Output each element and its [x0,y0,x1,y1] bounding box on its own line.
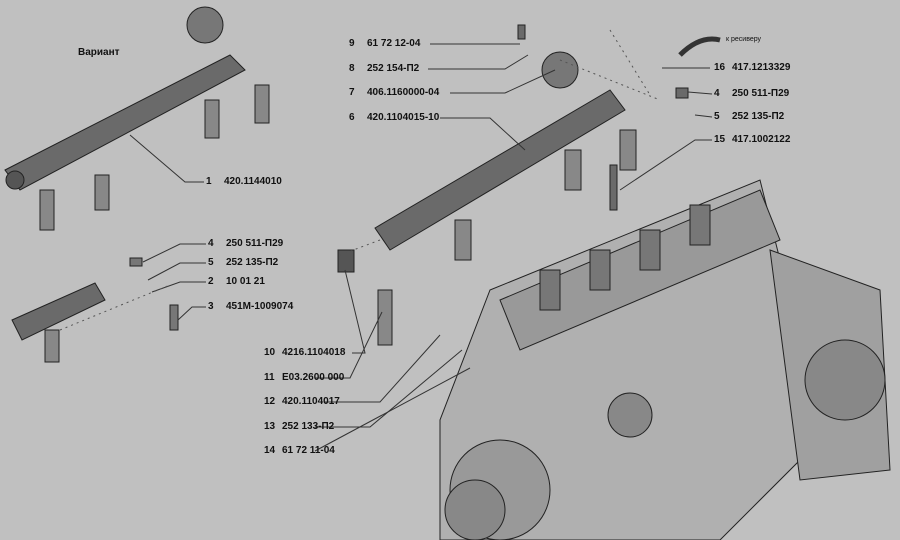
callout-number: 6 [349,112,355,123]
part-code: 417.1002122 [732,134,791,145]
part-code: 417.1213329 [732,62,791,73]
callout-number: 4 [208,238,214,249]
callout-number: 5 [208,257,214,268]
dotted-assembly-lines [59,29,661,331]
callout-5-right: 5 252 135-П2 [714,111,784,123]
callout-number: 1 [206,176,212,187]
part-code: 61 72 11-04 [282,445,335,456]
leader-lines [129,43,713,452]
callout-number: 16 [714,62,726,73]
callout-number: 7 [349,87,355,98]
fuel-rail-main [374,24,721,261]
callout-5-left: 5 252 135-П2 [208,257,278,269]
part-code: 252 135-П2 [732,111,785,122]
callout-1: 1 420.1144010 [206,176,282,188]
callout-8: 8 252 154-П2 [349,63,419,75]
receiver-note: к ресиверу [726,36,762,43]
callout-number: 14 [264,445,276,456]
part-code: E03.2600 000 [282,372,345,383]
part-code: 4216.1104018 [282,347,346,358]
callout-number: 15 [714,134,726,145]
part-code: 420.1144010 [224,176,282,187]
callout-2: 2 10 01 21 [208,276,265,288]
callout-7: 7 406.1160000-04 [349,87,439,99]
callout-6: 6 420.1104015-10 [349,112,439,124]
callout-15: 15 417.1002122 [714,134,790,146]
callout-number: 12 [264,396,276,407]
callout-number: 2 [208,276,214,287]
callout-10: 10 4216.1104018 [264,347,345,359]
part-code: 406.1160000-04 [367,87,440,98]
callout-number: 11 [264,372,275,383]
callout-14: 14 61 72 11-04 [264,445,335,457]
part-code: 451М-1009074 [226,301,294,312]
part-code: 10 01 21 [226,276,265,287]
callout-16: 16 417.1213329 [714,62,790,74]
fuel-rail-variant-top [4,6,270,231]
part-code: 420.1104017 [282,396,340,407]
variant-label: Вариант [78,47,120,58]
callout-4-right: 4 250 511-П29 [714,88,789,100]
callout-number: 10 [264,347,276,358]
callout-number: 5 [714,111,720,122]
callout-3: 3 451М-1009074 [208,301,293,313]
callout-number: 3 [208,301,214,312]
callout-number: 13 [264,421,276,432]
part-code: 250 511-П29 [226,238,284,249]
part-code: 252 154-П2 [367,63,420,74]
callout-number: 4 [714,88,720,99]
part-code: 61 72 12-04 [367,38,421,49]
part-code: 250 511-П29 [732,88,790,99]
callout-9: 9 61 72 12-04 [349,38,420,50]
fuel-rail-variant-bottom [11,282,106,363]
engine-block [439,179,891,540]
callout-4-left: 4 250 511-П29 [208,238,283,250]
part-code: 420.1104015-10 [367,112,440,123]
callout-11: 11 E03.2600 000 [264,372,344,384]
callout-number: 9 [349,38,355,49]
callout-13: 13 252 133-П2 [264,421,334,433]
callout-12: 12 420.1104017 [264,396,340,408]
callout-number: 8 [349,63,355,74]
part-code: 252 133-П2 [282,421,335,432]
part-code: 252 135-П2 [226,257,279,268]
